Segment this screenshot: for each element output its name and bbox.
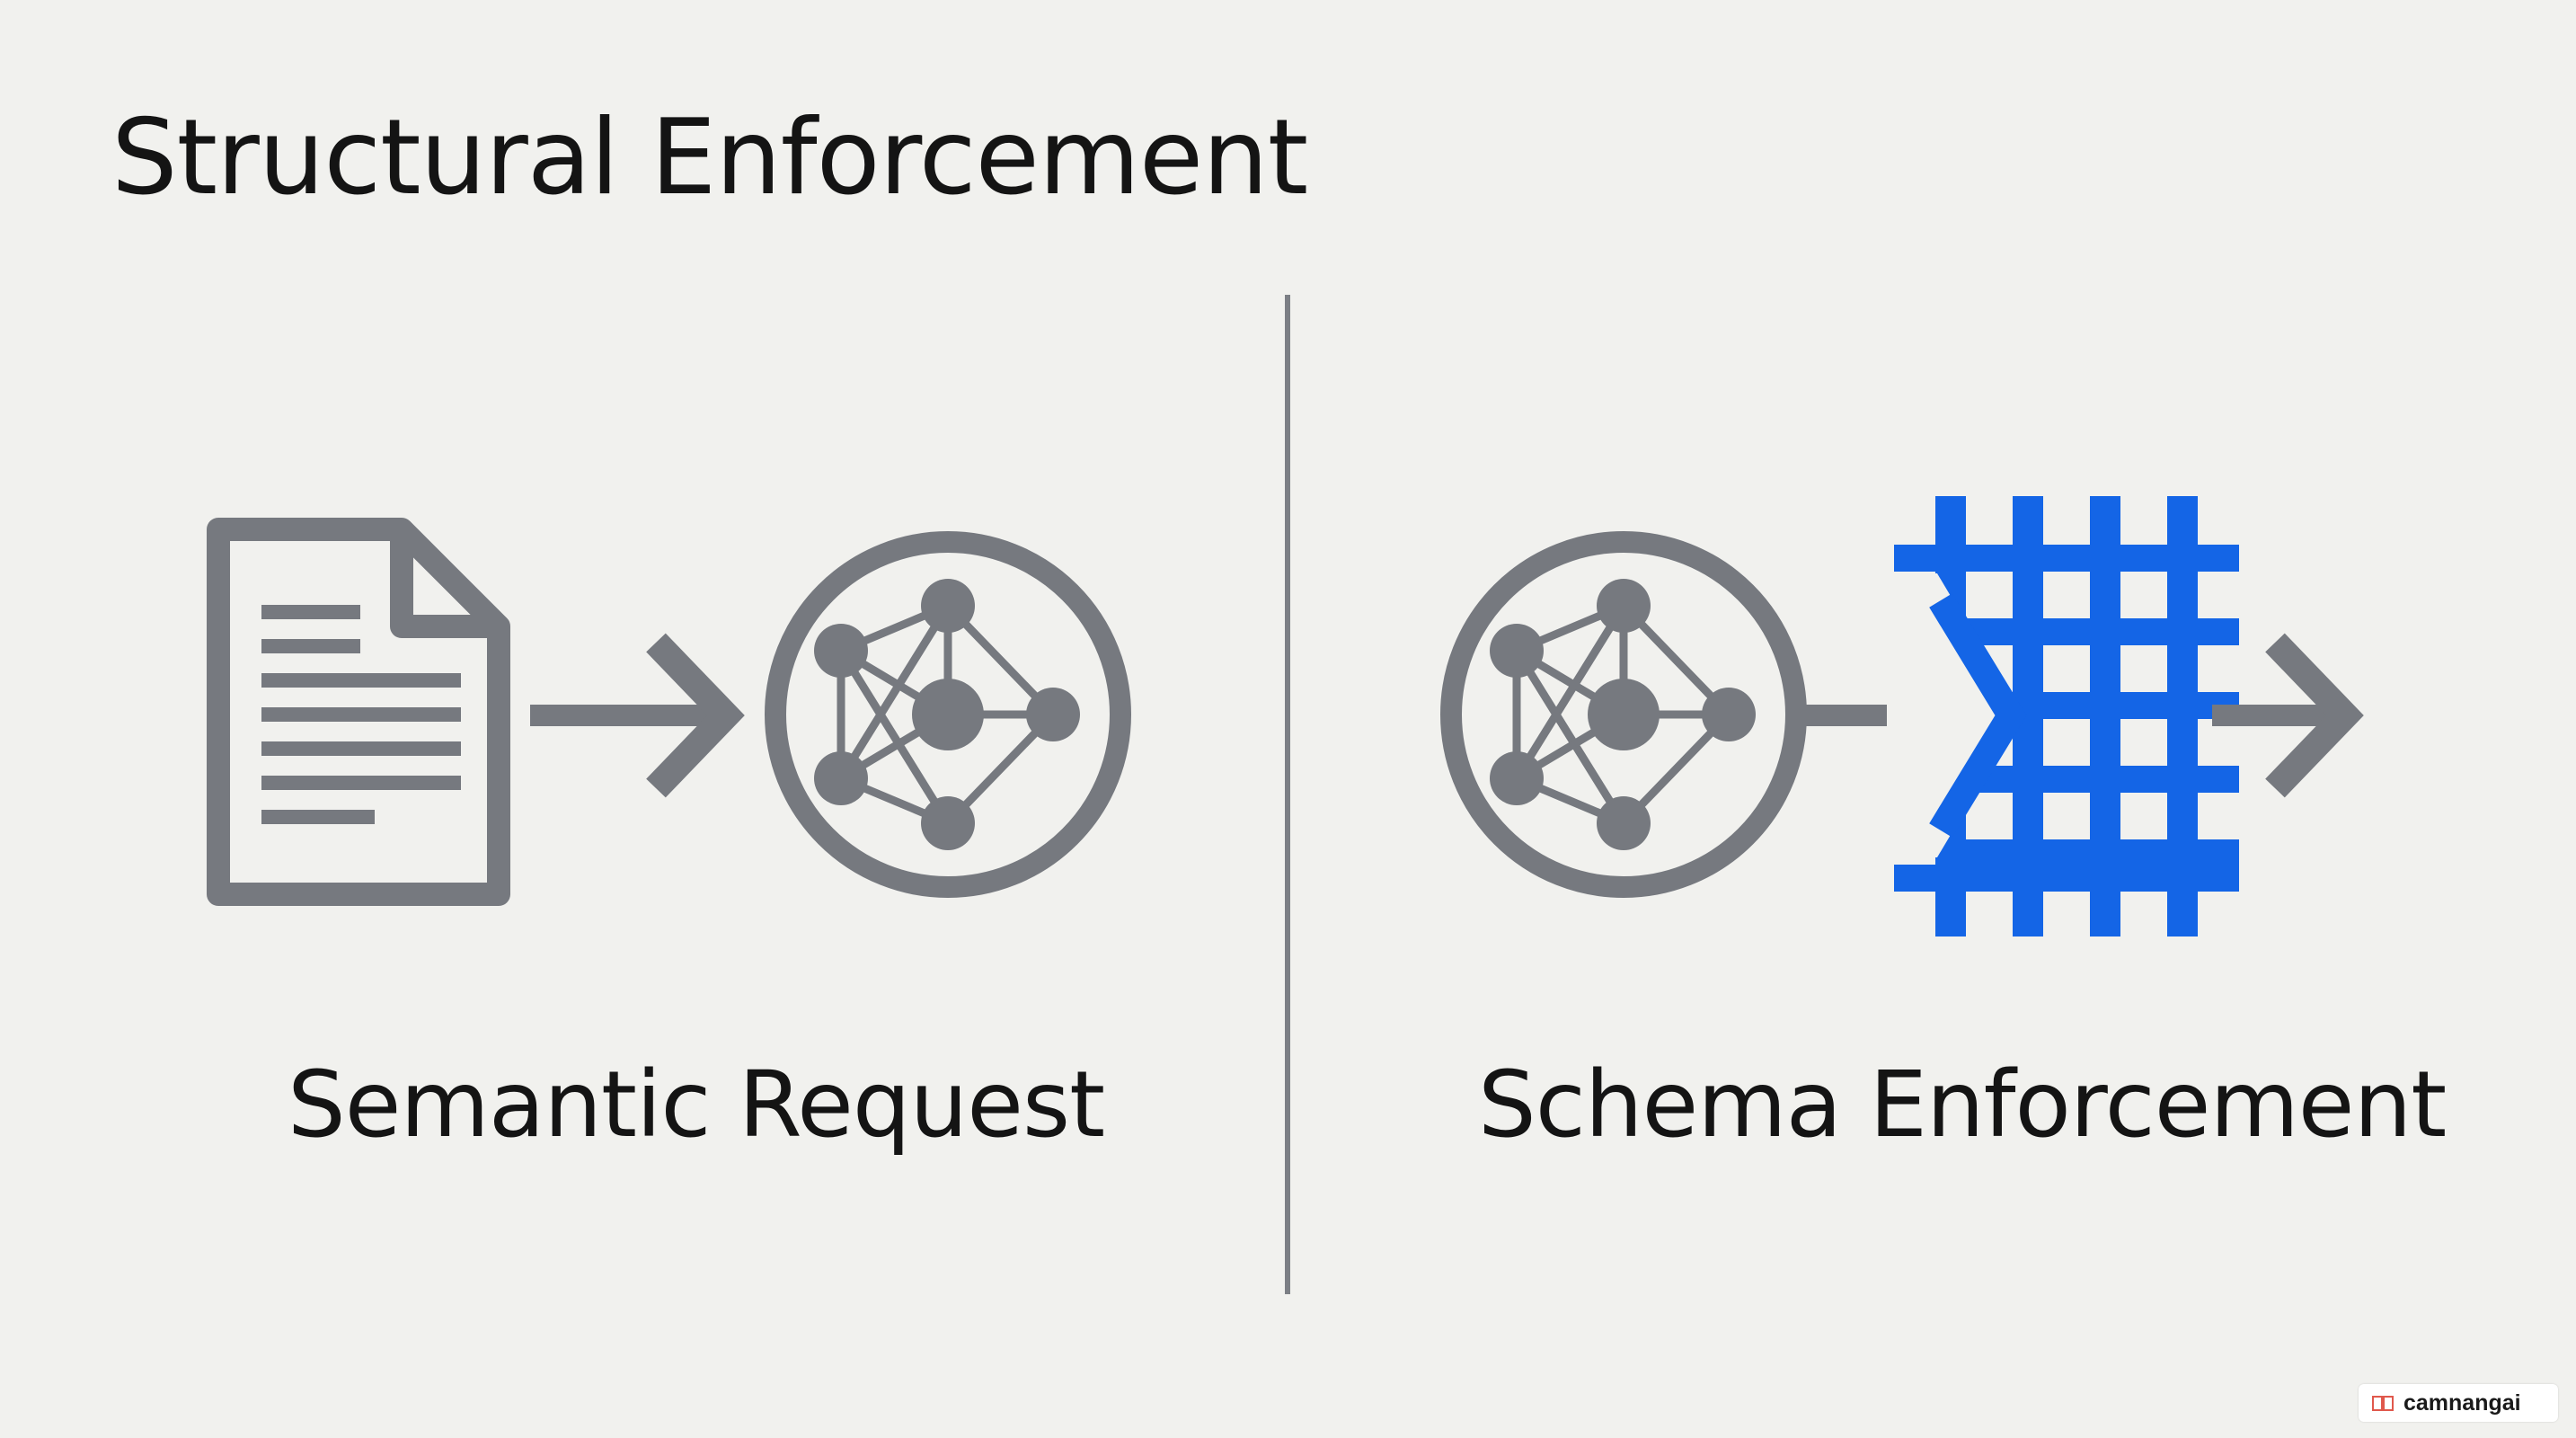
panel-divider	[1285, 295, 1290, 1294]
neural-network-icon	[1440, 531, 1807, 898]
watermark-badge: camnangai	[2359, 1384, 2558, 1422]
neural-network-icon	[765, 531, 1131, 898]
arrow-right-icon	[2212, 633, 2364, 798]
book-icon	[2372, 1396, 2394, 1411]
schema-enforcement-label: Schema Enforcement	[1478, 1052, 2447, 1158]
watermark-text: camnangai	[2403, 1389, 2521, 1416]
semantic-request-label: Semantic Request	[288, 1052, 1105, 1158]
arrow-right-icon	[530, 633, 745, 798]
document-icon	[207, 518, 510, 906]
page-title: Structural Enforcement	[111, 97, 1308, 218]
schema-grid-icon	[1887, 496, 2239, 936]
